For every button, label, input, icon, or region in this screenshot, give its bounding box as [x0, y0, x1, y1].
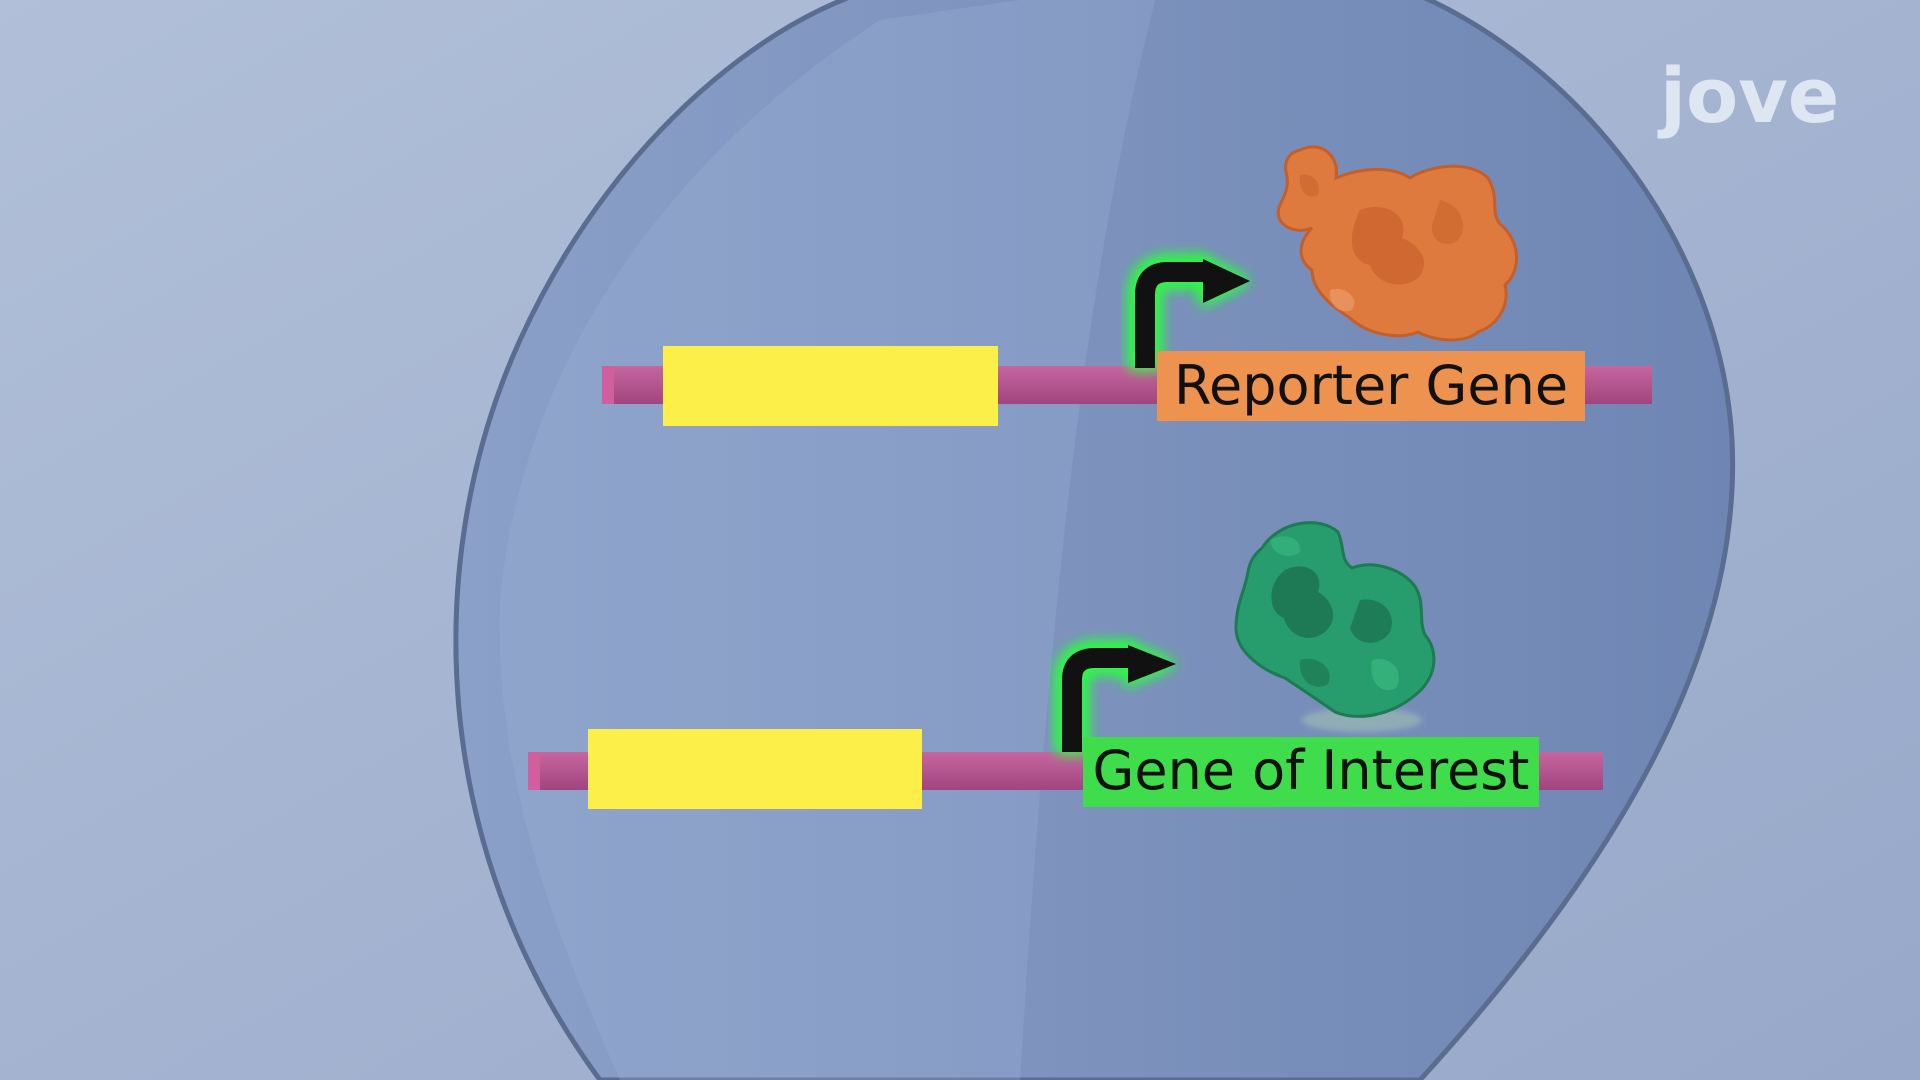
green-protein-blob	[1234, 521, 1436, 732]
regulatory-region-bottom	[588, 729, 922, 809]
regulatory-region-top	[663, 346, 998, 426]
interest-label-box	[1083, 737, 1539, 807]
reporter-construct: Reporter Gene	[602, 145, 1652, 426]
interest-construct: Gene of Interest	[528, 521, 1603, 809]
reporter-gene-label: Reporter Gene	[1174, 354, 1568, 417]
logo-text: jove	[1657, 51, 1839, 140]
cell-sheen	[499, 0, 1156, 1080]
bent-arrow-icon	[1057, 642, 1176, 752]
bent-arrow-icon	[1130, 256, 1250, 368]
jove-logo: jove	[1657, 51, 1839, 140]
strand-cap-left-top	[602, 366, 614, 404]
gene-of-interest-label: Gene of Interest	[1093, 739, 1530, 802]
reporter-label-box	[1157, 351, 1585, 421]
strand-cap-left-bottom	[528, 752, 540, 790]
orange-protein-blob	[1276, 145, 1518, 342]
